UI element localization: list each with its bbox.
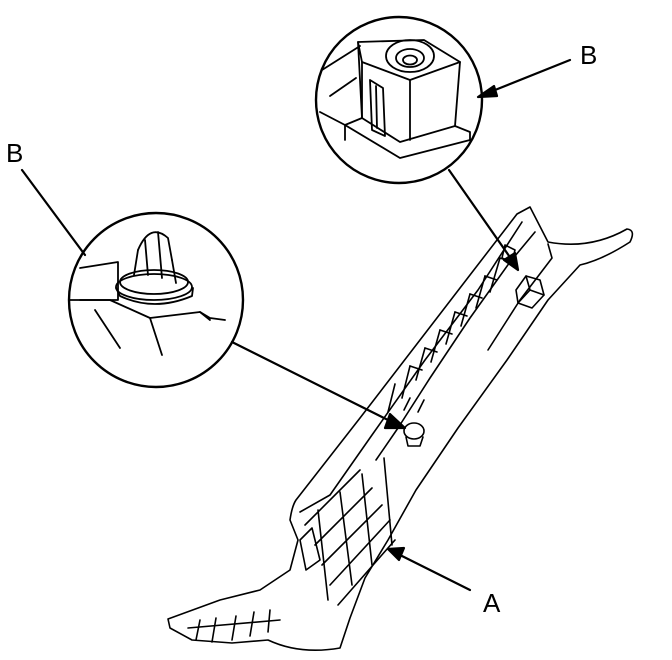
- detail-circle-top: [314, 15, 484, 185]
- leader-lines: [20, 58, 572, 592]
- detail-circle-left: [67, 211, 245, 389]
- round-clip-on-panel: [403, 397, 425, 447]
- label-b-left: B: [6, 138, 24, 168]
- label-b-top: B: [580, 40, 598, 70]
- label-a: A: [483, 588, 501, 618]
- clip-b-on-panel: [515, 275, 545, 309]
